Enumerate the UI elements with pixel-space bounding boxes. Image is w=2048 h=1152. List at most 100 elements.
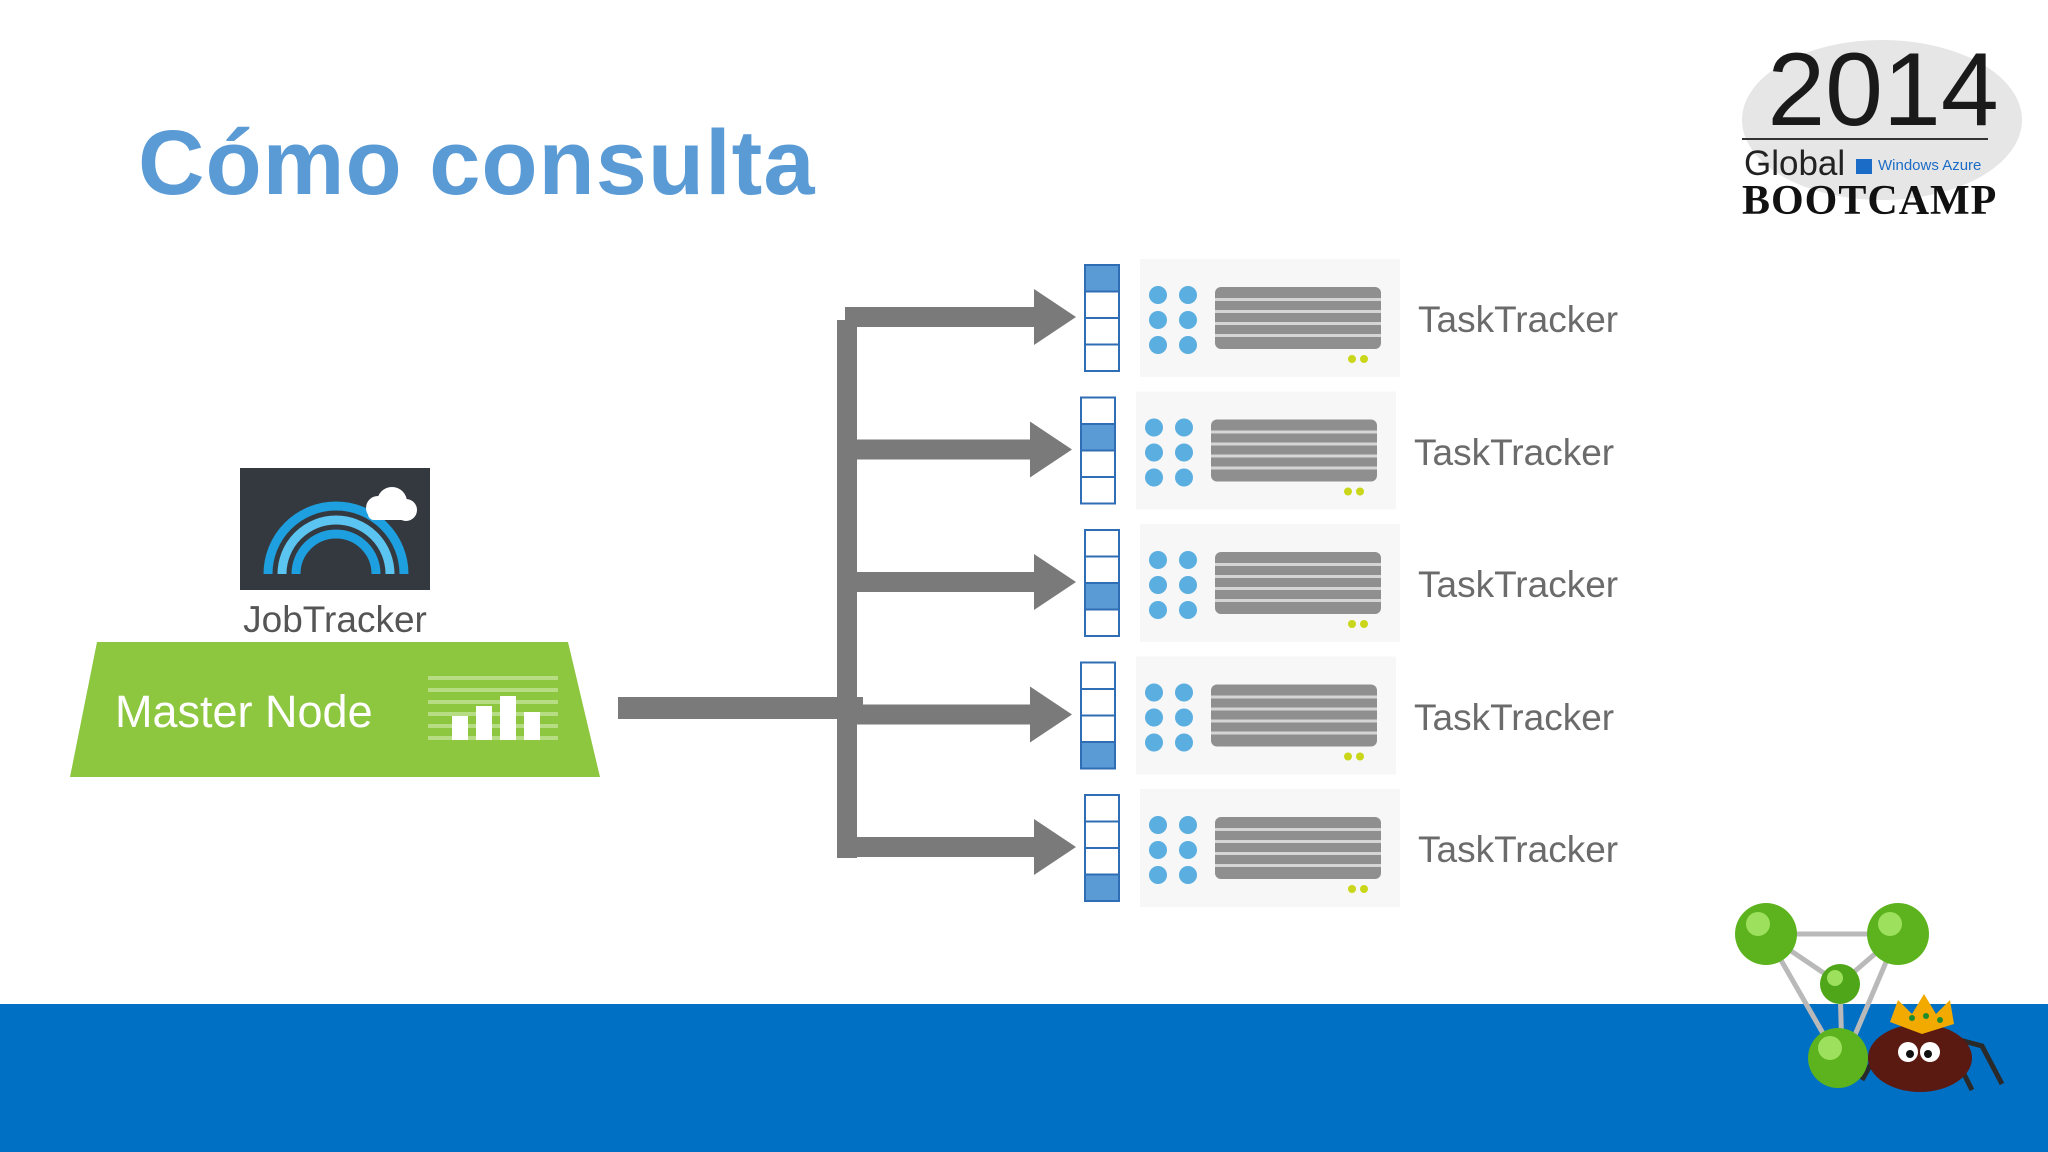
server-vent	[1215, 322, 1381, 325]
server-led	[1149, 866, 1167, 884]
task-slot-empty	[1080, 396, 1116, 425]
server-led	[1149, 311, 1167, 329]
server-vent	[1215, 840, 1381, 843]
task-slot-empty	[1084, 343, 1120, 372]
server-led	[1145, 418, 1163, 437]
jobtracker-label: JobTracker	[243, 599, 427, 640]
server-status-led	[1356, 752, 1364, 761]
server-chassis	[1215, 817, 1381, 879]
task-slot-empty	[1084, 317, 1120, 346]
server-status-led	[1360, 620, 1368, 628]
arrow-head	[1030, 686, 1072, 743]
task-slot-empty	[1084, 608, 1120, 637]
slide-title: Cómo consulta	[138, 112, 816, 214]
task-slot-empty	[1084, 847, 1120, 876]
tasktracker-label: TaskTracker	[1418, 299, 1619, 340]
server-led	[1145, 443, 1163, 462]
server-vent	[1211, 719, 1377, 723]
task-slot-filled	[1080, 741, 1116, 770]
task-slot-filled	[1084, 582, 1120, 611]
server-led	[1175, 733, 1193, 752]
arrow-head	[1034, 289, 1076, 345]
tasktracker-label: TaskTracker	[1414, 696, 1615, 738]
server-led	[1149, 551, 1167, 569]
server-led	[1175, 418, 1193, 437]
server-led	[1179, 866, 1197, 884]
server-vent	[1215, 852, 1381, 855]
rainbow-cloud-icon	[240, 468, 430, 590]
task-slot-empty	[1084, 794, 1120, 823]
server-vent	[1211, 430, 1377, 434]
arrow-shaft	[845, 439, 1032, 460]
server-status-led	[1344, 487, 1352, 496]
server-led	[1149, 286, 1167, 304]
server-led	[1149, 816, 1167, 834]
task-slot-empty	[1084, 290, 1120, 319]
server-vent	[1215, 587, 1381, 590]
server-led	[1145, 708, 1163, 727]
server-led	[1179, 311, 1197, 329]
tasktracker-label: TaskTracker	[1414, 431, 1615, 473]
server-status-led	[1356, 487, 1364, 496]
server-vent	[1215, 575, 1381, 578]
server-led	[1175, 708, 1193, 727]
server-led	[1149, 601, 1167, 619]
tasktracker-label: TaskTracker	[1418, 564, 1619, 605]
server-chassis	[1215, 287, 1381, 349]
server-led	[1179, 551, 1197, 569]
server-led	[1179, 286, 1197, 304]
server-status-led	[1348, 885, 1356, 893]
server-chassis	[1215, 552, 1381, 614]
server-vent	[1211, 707, 1377, 711]
arrow-shaft	[845, 837, 1036, 857]
server-vent	[1211, 442, 1377, 446]
arrow-head	[1034, 819, 1076, 875]
arrow-head	[1034, 554, 1076, 610]
task-slot-filled	[1084, 873, 1120, 902]
server-led	[1149, 841, 1167, 859]
arrow-shaft	[845, 307, 1036, 327]
task-slot-empty	[1080, 476, 1116, 505]
server-led	[1145, 683, 1163, 702]
task-slot-empty	[1080, 449, 1116, 478]
server-led	[1175, 443, 1193, 462]
task-slot-empty	[1084, 529, 1120, 558]
footer-band	[0, 1004, 2048, 1152]
task-slot-filled	[1080, 423, 1116, 452]
arrow-head	[1030, 421, 1072, 478]
server-vent	[1211, 731, 1377, 735]
server-status-led	[1344, 752, 1352, 761]
server-vent	[1211, 466, 1377, 470]
arrow-shaft	[845, 704, 1032, 725]
task-slot-filled	[1084, 264, 1120, 293]
server-led	[1179, 816, 1197, 834]
task-slot-empty	[1080, 661, 1116, 690]
task-slot-empty	[1080, 688, 1116, 717]
task-slot-empty	[1084, 820, 1120, 849]
server-led	[1149, 576, 1167, 594]
server-status-led	[1348, 620, 1356, 628]
server-chassis	[1211, 684, 1377, 747]
server-vent	[1215, 563, 1381, 566]
arrow-shaft	[845, 572, 1036, 592]
server-led	[1179, 841, 1197, 859]
server-vent	[1211, 454, 1377, 458]
server-led	[1179, 601, 1197, 619]
server-led	[1149, 336, 1167, 354]
server-vent	[1215, 310, 1381, 313]
logo-bootcamp: BOOTCAMP	[1742, 178, 1998, 224]
server-vent	[1215, 828, 1381, 831]
server-led	[1175, 683, 1193, 702]
server-vent	[1211, 695, 1377, 699]
server-vent	[1215, 334, 1381, 337]
server-vent	[1215, 298, 1381, 301]
server-vent	[1215, 599, 1381, 602]
task-slot-empty	[1084, 555, 1120, 584]
logo-year: 2014	[1767, 32, 1999, 148]
task-slot-empty	[1080, 714, 1116, 743]
server-led	[1175, 468, 1193, 487]
logo-global: Global	[1744, 144, 1846, 183]
tasktracker-label: TaskTracker	[1418, 829, 1619, 870]
